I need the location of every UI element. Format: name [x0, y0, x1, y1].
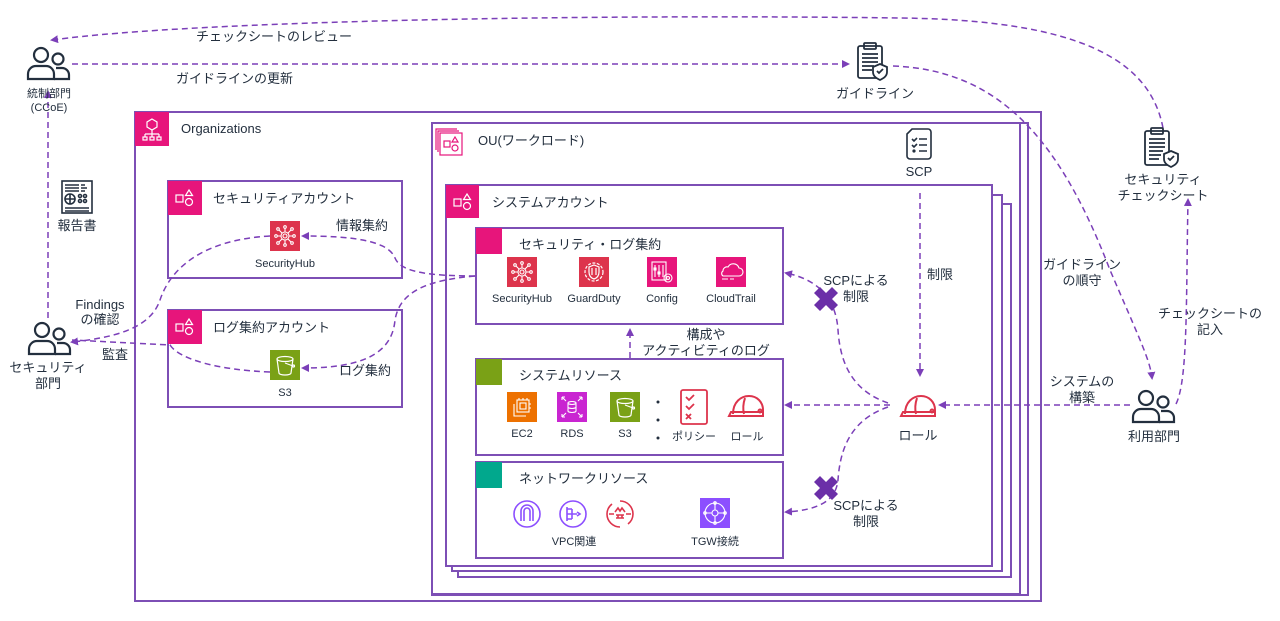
flow-findings [70, 235, 271, 346]
ec2-label: EC2 [511, 428, 533, 440]
securityhub-label-security-account: SecurityHub [255, 258, 315, 270]
rds-icon [557, 392, 587, 422]
policy-label: ポリシー [672, 431, 716, 443]
label-config-logs-2: アクティビティのログ [642, 343, 770, 358]
user-dept-label: 利用部門 [1127, 429, 1180, 444]
block-x-icon-security-log [814, 287, 838, 311]
label-system-build-1: システムの [1049, 374, 1115, 389]
flow-role-to-security-log [784, 270, 889, 404]
ou-workload-icon [435, 128, 465, 156]
role-icon [899, 392, 939, 420]
cloudtrail-label: CloudTrail [706, 293, 756, 305]
s3-label: S3 [618, 428, 632, 440]
guideline-icon [856, 42, 890, 82]
organizations-title: Organizations [181, 121, 262, 136]
security-checksheet-label-2: チェックシート [1117, 188, 1209, 203]
system-resources-title: システムリソース [519, 368, 622, 383]
governance-dept-icon [26, 46, 72, 82]
vpc-gateway-icon [512, 499, 542, 529]
ec2-icon [507, 392, 537, 422]
security-account-icon [168, 181, 202, 215]
flow-checksheet-fill [1175, 198, 1192, 405]
role-icon-resources [727, 392, 767, 420]
block-x-icon-network [814, 476, 838, 500]
security-log-title: セキュリティ・ログ集約 [519, 237, 662, 252]
label-scp-restrict-2-line2: 制限 [852, 514, 879, 529]
system-account-icon [446, 185, 479, 218]
tgw-attachment-icon [700, 498, 730, 528]
label-log-aggregation: ログ集約 [339, 363, 392, 378]
security-log-header-block [476, 228, 502, 254]
organizations-icon [135, 112, 169, 146]
config-icon [647, 257, 677, 287]
label-config-logs-1: 構成や [686, 327, 726, 342]
flow-audit [71, 339, 271, 373]
s3-icon [610, 392, 640, 422]
log-account-icon [168, 310, 202, 344]
s3-icon-log-account [270, 350, 300, 380]
security-account-container: セキュリティアカウント [167, 180, 403, 279]
rds-label: RDS [560, 428, 584, 440]
label-audit: 監査 [102, 347, 129, 362]
securityhub-icon-security-account [270, 221, 300, 251]
flow-log-aggregation [301, 275, 476, 372]
governance-dept-label-1: 統制部門 [27, 88, 71, 100]
scp-label: SCP [905, 164, 933, 179]
label-scp-restrict-2-line1: SCPによる [833, 498, 899, 513]
scp-icon [906, 128, 932, 160]
label-system-build-2: 構築 [1068, 390, 1095, 405]
ou-workload-title: OU(ワークロード) [478, 133, 585, 148]
role-label: ロール [898, 428, 938, 443]
ellipsis-vertical [656, 400, 660, 440]
report-icon [61, 180, 93, 214]
securityhub-icon [507, 257, 537, 287]
report-label: 報告書 [57, 218, 97, 233]
label-findings-2: の確認 [80, 312, 120, 327]
security-checksheet-label-1: セキュリティ [1124, 172, 1202, 187]
guardduty-label: GuardDuty [567, 293, 621, 305]
security-account-title: セキュリティアカウント [213, 191, 356, 206]
policy-icon [678, 388, 710, 426]
network-resources-title: ネットワークリソース [519, 471, 649, 486]
log-account-title: ログ集約アカウント [213, 320, 331, 335]
flow-checksheet-review [50, 16, 1164, 129]
network-resources-container: ネットワークリソース [475, 461, 784, 559]
flow-guideline-compliance [892, 65, 1156, 380]
governance-dept-label-2: (CCoE) [30, 102, 68, 114]
label-checksheet-fill-1: チェックシートの [1157, 306, 1262, 321]
tgw-attachment-label: TGW接続 [691, 536, 739, 548]
label-scp-restrict-1-line2: 制限 [842, 289, 869, 304]
vpc-related-label: VPC関連 [551, 536, 597, 548]
cloudtrail-icon [716, 257, 746, 287]
securityhub-label: SecurityHub [492, 293, 552, 305]
config-label: Config [646, 293, 678, 305]
guardduty-icon [579, 257, 609, 287]
system-resources-header-block [476, 359, 502, 385]
s3-label-log-account: S3 [278, 387, 292, 399]
vpc-router-icon [558, 499, 588, 529]
system-account-title: システムアカウント [492, 195, 609, 210]
label-findings-1: Findings [75, 297, 125, 312]
security-dept-icon [27, 321, 73, 357]
label-guideline-update: ガイドラインの更新 [176, 71, 294, 86]
label-checksheet-review: チェックシートのレビュー [196, 29, 353, 44]
role-label-resources: ロール [730, 431, 764, 443]
user-dept-icon [1131, 389, 1177, 425]
security-checksheet-icon [1143, 127, 1181, 169]
network-resources-header-block [476, 462, 502, 488]
guideline-label: ガイドライン [835, 86, 914, 101]
label-scp-restrict-1-line1: SCPによる [823, 273, 889, 288]
network-firewall-icon [605, 499, 635, 529]
flow-role-to-network [784, 406, 889, 516]
flow-info-aggregation [301, 232, 476, 277]
security-dept-label-2: 部門 [34, 376, 61, 391]
label-checksheet-fill-2: 記入 [1196, 322, 1223, 337]
label-guideline-compliance-1: ガイドライン [1042, 257, 1121, 272]
security-dept-label-1: セキュリティ [9, 360, 87, 375]
label-restrict: 制限 [927, 267, 954, 282]
label-guideline-compliance-2: の順守 [1062, 273, 1102, 288]
label-info-aggregation: 情報集約 [336, 218, 389, 233]
